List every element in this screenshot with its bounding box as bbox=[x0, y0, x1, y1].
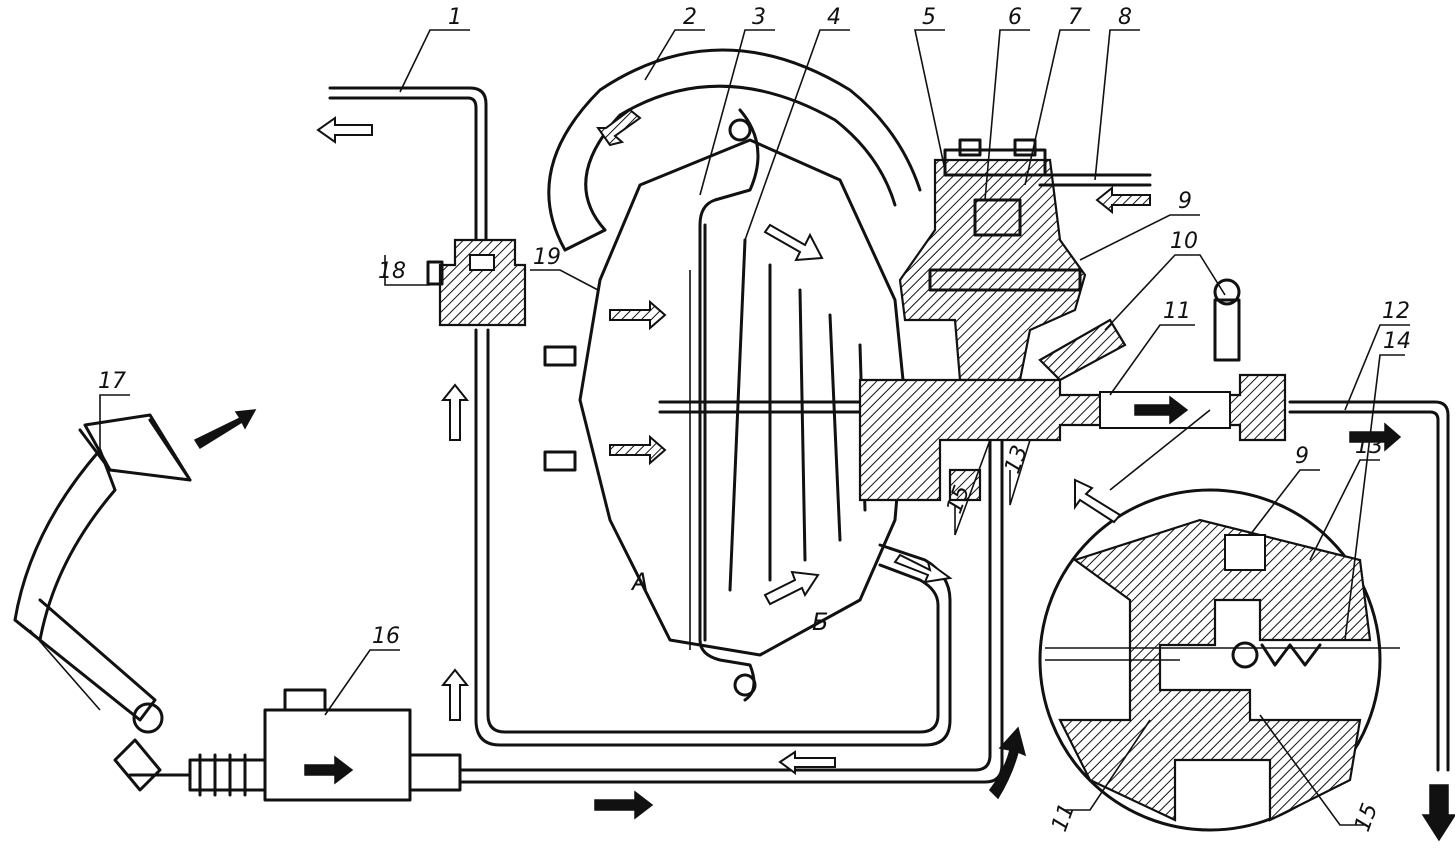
callout-3: 3 bbox=[752, 5, 766, 30]
callout-9: 9 bbox=[1178, 189, 1192, 214]
fluid-flow-arrows bbox=[193, 395, 1455, 842]
region-labels: А Б bbox=[630, 568, 828, 636]
callout-1: 1 bbox=[448, 5, 462, 30]
brake-pedal-17 bbox=[13, 413, 192, 792]
callout-15-detail: 15 bbox=[1350, 800, 1383, 835]
air-hose-2 bbox=[547, 48, 922, 252]
region-a-label: А bbox=[630, 568, 648, 596]
vacuum-flow-arrows bbox=[316, 116, 1122, 775]
bleeder-valve-10 bbox=[1038, 318, 1127, 382]
callout-11-detail: 11 bbox=[1047, 800, 1080, 835]
callout-4: 4 bbox=[827, 5, 841, 30]
air-flow-arrows bbox=[596, 108, 1151, 466]
detail-magnified-view bbox=[1038, 409, 1400, 832]
callout-17: 17 bbox=[98, 369, 126, 394]
vacuum-pipe-1 bbox=[328, 86, 488, 252]
region-b-label: Б bbox=[812, 608, 828, 636]
callout-leader-lines bbox=[99, 29, 1410, 826]
control-valve-housing bbox=[898, 138, 1152, 382]
outlet-pipe-12 bbox=[1288, 400, 1450, 772]
callout-8: 8 bbox=[1118, 5, 1132, 30]
callout-12: 12 bbox=[1382, 299, 1410, 324]
callout-13-detail: 13 bbox=[1355, 434, 1383, 459]
callout-14-detail: 14 bbox=[1383, 329, 1411, 354]
callout-6: 6 bbox=[1008, 5, 1022, 30]
callout-9-detail: 9 bbox=[1295, 444, 1309, 469]
check-valve-18 bbox=[426, 238, 527, 327]
master-cylinder-16 bbox=[128, 688, 462, 802]
callout-11: 11 bbox=[1163, 299, 1191, 324]
callout-2: 2 bbox=[683, 5, 697, 30]
callout-10: 10 bbox=[1170, 229, 1198, 254]
callout-7: 7 bbox=[1068, 5, 1082, 30]
callout-19: 19 bbox=[533, 245, 561, 270]
callout-16: 16 bbox=[372, 624, 400, 649]
callout-5: 5 bbox=[922, 5, 936, 30]
booster-chamber bbox=[543, 108, 1002, 702]
callout-18: 18 bbox=[378, 259, 406, 284]
